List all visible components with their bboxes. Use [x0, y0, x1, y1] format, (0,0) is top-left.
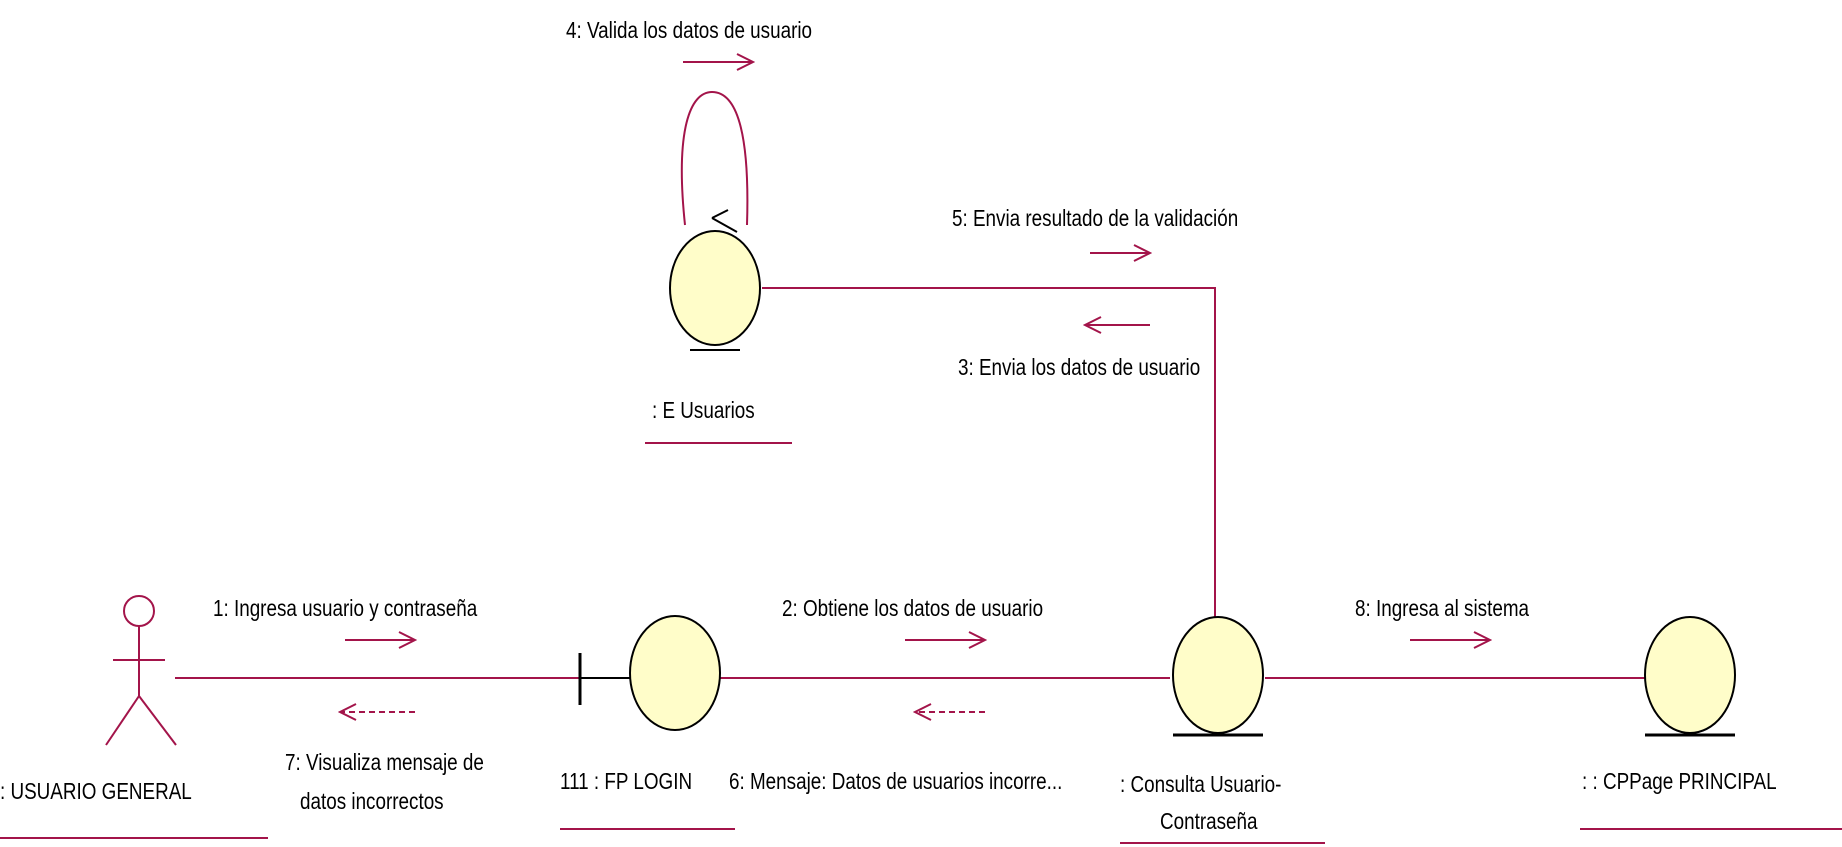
object-name-consulta-line2: Contraseña — [1160, 808, 1258, 834]
link-self-e-usuarios[interactable] — [680, 90, 749, 226]
message-label-6: 6: Mensaje: Datos de usuarios incorre... — [729, 768, 1063, 794]
entity-object-icon[interactable] — [669, 230, 761, 351]
message-label-3: 3: Envia los datos de usuario — [958, 354, 1201, 380]
object-name-e-usuarios: : E Usuarios — [652, 397, 755, 423]
actor-stick-figure-icon[interactable] — [105, 595, 177, 746]
links — [175, 90, 1645, 679]
message-label-4: 4: Valida los datos de usuario — [566, 17, 813, 43]
object-name-cppage: : : CPPage PRINCIPAL — [1582, 768, 1777, 794]
cppage-control-object-icon[interactable] — [1644, 616, 1736, 737]
message-arrows — [340, 62, 1490, 712]
object-name-actor: : USUARIO GENERAL — [0, 778, 192, 804]
message-label-7-line2: datos incorrectos — [300, 788, 444, 814]
message-label-5: 5: Envia resultado de la validación — [952, 205, 1239, 231]
boundary-object-icon[interactable] — [578, 615, 721, 731]
self-link-arrow-icon — [711, 209, 738, 233]
object-name-fp-login: 111 : FP LOGIN — [560, 768, 693, 794]
message-label-1: 1: Ingresa usuario y contraseña — [213, 595, 478, 621]
message-label-7-line1: 7: Visualiza mensaje de — [285, 749, 484, 775]
object-name-consulta-line1: : Consulta Usuario- — [1120, 771, 1282, 797]
message-label-8: 8: Ingresa al sistema — [1355, 595, 1530, 621]
link-e-usuarios-consulta[interactable] — [762, 287, 1216, 625]
control-object-icon[interactable] — [1172, 616, 1264, 737]
name-underlines — [0, 442, 1842, 844]
message-label-2: 2: Obtiene los datos de usuario — [782, 595, 1044, 621]
